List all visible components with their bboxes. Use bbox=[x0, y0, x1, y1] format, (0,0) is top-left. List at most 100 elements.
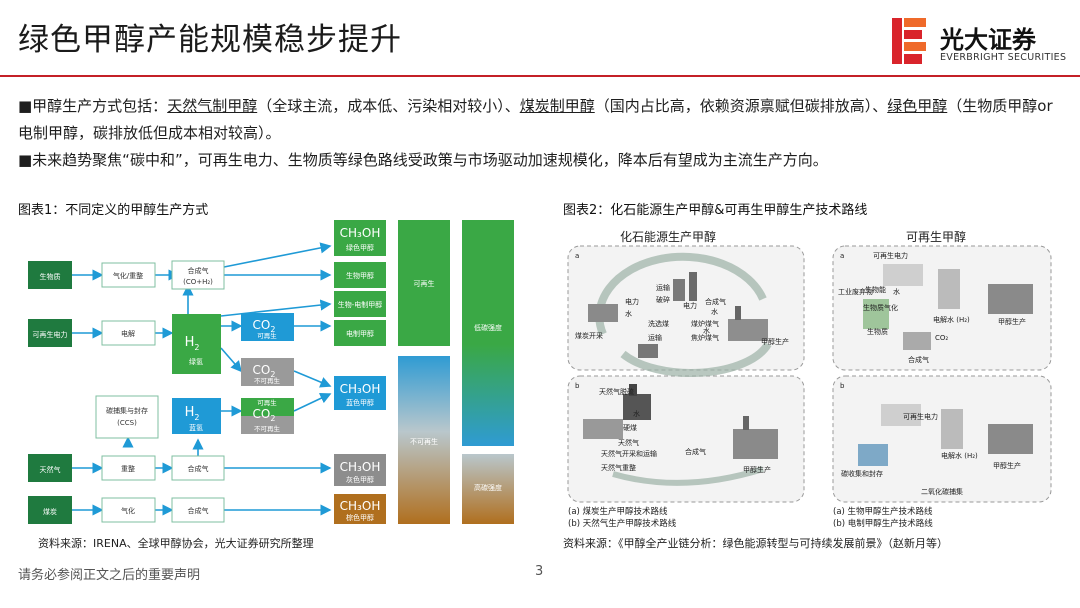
process-ccs: 碳捕集与封存 bbox=[106, 406, 148, 415]
process-boxes bbox=[95, 260, 225, 523]
green-methanol-formula: CH₃OH bbox=[340, 226, 381, 240]
legend-bio-route: (a) 生物甲醇生产技术路线 bbox=[833, 506, 933, 517]
label-syngas: 合成气 bbox=[705, 297, 726, 306]
nonrenewable-column-label: 不可再生 bbox=[410, 437, 438, 446]
co2-mixed-bottom-label: 不可再生 bbox=[254, 424, 281, 433]
blue-hydrogen-formula: H2 bbox=[185, 405, 200, 422]
route-legends: (a) 煤炭生产甲醇技术路线 (b) 天然气生产甲醇技术路线 (a) 生物甲醇生… bbox=[568, 506, 933, 529]
green-methanol-label: 绿色甲醇 bbox=[346, 243, 374, 252]
methanol-production-diagram: 生物质 可再生电力 天然气 煤炭 气化/重整 电解 重整 气化 碳捕集与封存 (… bbox=[28, 220, 514, 524]
brown-methanol-formula: CH₃OH bbox=[340, 499, 381, 513]
fig2-left-heading: 化石能源生产甲醇 bbox=[620, 230, 717, 244]
bullet-future-trend: ■未来趋势聚焦“碳中和”，可再生电力、生物质等绿色路线受政策与市场驱动加速规模化… bbox=[18, 151, 828, 169]
summary-bullets: ■甲醇生产方式包括：天然气制甲醇（全球主流，成本低、污染相对较小）、煤炭制甲醇（… bbox=[18, 93, 1063, 174]
industrial-illustrations bbox=[583, 252, 1033, 486]
blue-methanol-formula: CH₃OH bbox=[340, 382, 381, 396]
route-labels: a b a b 煤炭开采 运输 破碎 洗选煤 运输 电力 水 电力 合成气 水 … bbox=[575, 251, 1026, 496]
label-renewable-power: 可再生电力 bbox=[873, 251, 908, 260]
gray-methanol-box bbox=[334, 454, 386, 486]
label-co2-capture: 二氧化碳捕集 bbox=[921, 487, 963, 496]
co2-renewable-box bbox=[241, 313, 294, 341]
label-hard-coal: 硬煤 bbox=[623, 423, 637, 432]
figure1-caption: 图表1：不同定义的甲醇生产方式 bbox=[18, 203, 209, 218]
everbright-logo-icon bbox=[892, 18, 926, 64]
label-water: 水 bbox=[703, 326, 710, 335]
label-power: 电力 bbox=[683, 301, 697, 310]
green-hydrogen-label: 绿氢 bbox=[189, 357, 203, 366]
input-natural-gas: 天然气 bbox=[40, 465, 61, 474]
label-coal-mining: 煤炭开采 bbox=[575, 331, 603, 340]
label-syngas: 合成气 bbox=[908, 355, 929, 364]
term-green-methanol: 绿色甲醇 bbox=[887, 97, 948, 115]
label-water: 水 bbox=[711, 307, 718, 316]
input-sources: 生物质 可再生电力 天然气 煤炭 bbox=[28, 261, 72, 524]
label-methanol-production: 甲醇生产 bbox=[993, 461, 1021, 470]
process-gasification: 气化 bbox=[121, 506, 135, 515]
blue-hydrogen-label: 蓝氢 bbox=[189, 423, 203, 432]
low-carbon-column-label: 低碳强度 bbox=[474, 323, 502, 332]
legend-e-route: (b) 电制甲醇生产技术路线 bbox=[833, 518, 933, 529]
figure2-source: 资料来源：《甲醇全产业链分析：绿色能源转型与可持续发展前景》（赵新月等） bbox=[563, 537, 948, 550]
blue-methanol-box bbox=[334, 376, 386, 410]
header-divider bbox=[0, 75, 1080, 77]
process-reforming: 重整 bbox=[121, 464, 135, 473]
brown-methanol-label: 棕色甲醇 bbox=[346, 513, 374, 522]
green-hydrogen-formula: H2 bbox=[185, 335, 200, 352]
label-water: 水 bbox=[633, 409, 640, 418]
bullet-text: （国内占比高，依赖资源禀赋但碳排放高）、 bbox=[594, 97, 888, 115]
disclaimer-footer: 请务必参阅正文之后的重要声明 bbox=[18, 568, 201, 583]
legend-coal-route: (a) 煤炭生产甲醇技术路线 bbox=[568, 506, 668, 517]
co2-renewable-label: 可再生 bbox=[257, 331, 277, 340]
bullet-text: （生物质甲醇or电制甲醇，碳排放低但成本相对较高）。 bbox=[18, 97, 1053, 142]
gray-methanol-label: 灰色甲醇 bbox=[346, 475, 374, 484]
label-gas-extraction-transport: 天然气开采和运输 bbox=[601, 449, 657, 458]
label-methanol-production: 甲醇生产 bbox=[743, 465, 771, 474]
label-renewable-power: 可再生电力 bbox=[903, 412, 938, 421]
logo-name-en: EVERBRIGHT SECURITIES bbox=[940, 52, 1067, 63]
label-bioenergy: 生物能 bbox=[865, 285, 886, 294]
syngas-label: 合成气 bbox=[188, 464, 209, 473]
label-transport: 运输 bbox=[648, 333, 662, 342]
green-methanol-header bbox=[334, 220, 386, 256]
label-gas-desulfurization: 天然气脱硫 bbox=[599, 387, 634, 396]
blue-methanol-label: 蓝色甲醇 bbox=[346, 398, 374, 407]
bio-e-methanol-label: 生物-电制甲醇 bbox=[338, 300, 383, 309]
label-biomass-gasification: 生物质气化 bbox=[863, 303, 898, 312]
syngas-label: 合成气 bbox=[188, 266, 209, 275]
figure2-caption: 图表2：化石能源生产甲醇&可再生甲醇生产技术路线 bbox=[563, 203, 868, 218]
input-coal: 煤炭 bbox=[43, 507, 57, 516]
label-transport: 运输 bbox=[656, 283, 670, 292]
label-industrial-waste: 工业废弃物 bbox=[838, 287, 873, 296]
bio-methanol-label: 生物甲醇 bbox=[346, 271, 374, 280]
bullet-text: （全球主流，成本低、污染相对较小）、 bbox=[257, 97, 520, 115]
label-coal-gas: 煤炉煤气 bbox=[691, 319, 719, 328]
label-water: 水 bbox=[893, 287, 900, 296]
panel-a-marker: a bbox=[575, 252, 579, 260]
syngas-label: 合成气 bbox=[188, 506, 209, 515]
e-methanol-label: 电制甲醇 bbox=[346, 329, 374, 338]
label-carbon-capture-storage: 碳收集和封存 bbox=[841, 469, 883, 478]
page-number: 3 bbox=[535, 564, 544, 579]
co2-nonrenewable-box bbox=[241, 358, 294, 386]
technology-route-figure: a b a b 煤炭开采 运输 破碎 洗选煤 运输 电力 水 电力 合成气 水 … bbox=[567, 245, 1052, 529]
renewable-column-label: 可再生 bbox=[414, 279, 435, 288]
low-carbon-column bbox=[462, 220, 514, 446]
bio-e-methanol-box bbox=[334, 291, 386, 317]
input-biomass: 生物质 bbox=[40, 272, 61, 281]
label-coke-oven-gas: 焦炉煤气 bbox=[691, 333, 719, 342]
syngas-formula: (CO+H₂) bbox=[183, 278, 213, 286]
label-water-electrolysis: 电解水 (H₂) bbox=[933, 315, 970, 324]
label-syngas: 合成气 bbox=[685, 447, 706, 456]
legend-gas-route: (b) 天然气生产甲醇技术路线 bbox=[568, 518, 677, 529]
figure1-source: 资料来源：IRENA、全球甲醇协会，光大证券研究所整理 bbox=[38, 537, 314, 550]
term-natural-gas-methanol: 天然气制甲醇 bbox=[167, 97, 258, 115]
label-water: 水 bbox=[625, 309, 632, 318]
bullet-production-methods: ■甲醇生产方式包括：天然气制甲醇（全球主流，成本低、污染相对较小）、煤炭制甲醇（… bbox=[18, 93, 1063, 147]
co2-mixed-top bbox=[241, 398, 294, 416]
process-labels: 气化/重整 电解 重整 气化 碳捕集与封存 (CCS) 合成气 (CO+H₂) … bbox=[106, 266, 213, 515]
process-electrolysis: 电解 bbox=[121, 329, 135, 338]
blue-hydrogen-box bbox=[172, 398, 221, 434]
bio-methanol-box bbox=[334, 262, 386, 288]
renewable-column bbox=[398, 220, 450, 346]
co2-mixed-formula: CO2 bbox=[253, 407, 276, 423]
